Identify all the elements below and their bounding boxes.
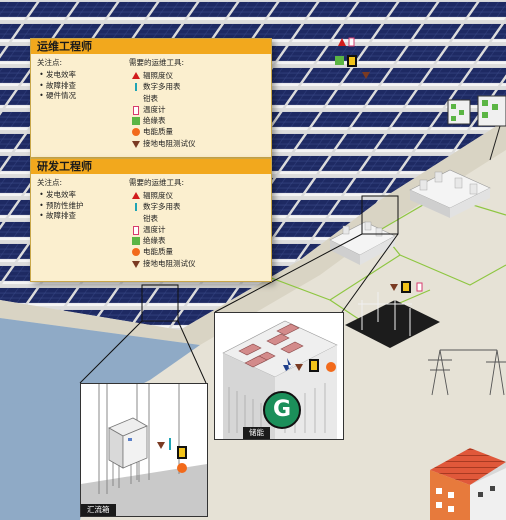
focus-item: •硬件情况 <box>39 91 76 100</box>
substation <box>345 292 440 348</box>
callout-lines <box>79 195 399 384</box>
marker-group-top <box>335 37 370 79</box>
ops-engineer-card: 运维工程师 关注点: •发电效率 •故障排查 •硬件情况 需要的运维工具: 辐照… <box>30 38 272 158</box>
green-square-icon <box>129 116 143 126</box>
green-square-icon <box>129 236 143 246</box>
tool-item: 温度计 <box>129 104 265 115</box>
tools-header: 需要的运维工具: <box>129 178 185 187</box>
orange-dot-icon <box>129 127 143 137</box>
storage-inset[interactable]: G 储能 <box>214 312 344 440</box>
blue-bar-icon <box>129 202 143 212</box>
ops-engineer-title: 运维工程师 <box>31 39 271 54</box>
blue-star-icon <box>283 358 295 371</box>
tool-item: 钳表 <box>129 213 265 224</box>
focus-item: •发电效率 <box>39 70 76 79</box>
pink-rect-icon <box>129 105 143 115</box>
blank-icon <box>129 214 143 224</box>
rd-engineer-card: 研发工程师 关注点: •发电效率 •预防性维护 •故障排查 需要的运维工具: 辐… <box>30 158 272 282</box>
focus-header: 关注点: <box>37 58 63 67</box>
tool-item: 温度计 <box>129 224 265 235</box>
tool-item: 辐照度仪 <box>129 70 265 81</box>
callout-line-top-right <box>489 125 501 161</box>
brown-triangle-icon <box>129 259 143 269</box>
focus-item: •故障排查 <box>39 80 76 90</box>
orange-dot-icon <box>129 247 143 257</box>
marker-group-substation <box>390 281 423 293</box>
tools-header: 需要的运维工具: <box>129 58 185 67</box>
inverter-buildings <box>329 169 491 265</box>
brand-logo: G <box>263 391 301 429</box>
transmission-towers <box>428 349 506 396</box>
tool-item: 数字多用表 <box>129 201 265 212</box>
combiner-box-label: 汇流箱 <box>81 504 116 516</box>
tool-item: 接地电阻测试仪 <box>129 138 265 149</box>
blank-icon <box>129 94 143 104</box>
office-building <box>430 448 506 520</box>
tool-item: 电能质量 <box>129 246 265 257</box>
focus-header: 关注点: <box>37 178 63 187</box>
tool-item: 钳表 <box>129 93 265 104</box>
tool-item: 绝缘表 <box>129 115 265 126</box>
focus-item: •发电效率 <box>39 190 76 199</box>
tool-item: 辐照度仪 <box>129 190 265 201</box>
tool-item: 接地电阻测试仪 <box>129 258 265 269</box>
field-edge <box>0 120 506 345</box>
tool-item: 绝缘表 <box>129 235 265 246</box>
rd-engineer-title: 研发工程师 <box>31 159 271 174</box>
equipment-top-right <box>447 95 506 127</box>
combiner-box-illustration <box>81 384 207 516</box>
brown-triangle-icon <box>129 139 143 149</box>
tool-item: 电能质量 <box>129 126 265 137</box>
water <box>0 318 200 410</box>
red-triangle-icon <box>129 191 143 201</box>
blue-bar-icon <box>129 82 143 92</box>
storage-label: 储能 <box>243 427 270 439</box>
pink-rect-icon <box>129 225 143 235</box>
focus-item: •故障排查 <box>39 211 76 220</box>
red-triangle-icon <box>129 71 143 81</box>
focus-item: •预防性维护 <box>39 200 84 210</box>
tool-item: 数字多用表 <box>129 81 265 92</box>
combiner-box-inset[interactable]: 汇流箱 <box>80 383 208 517</box>
